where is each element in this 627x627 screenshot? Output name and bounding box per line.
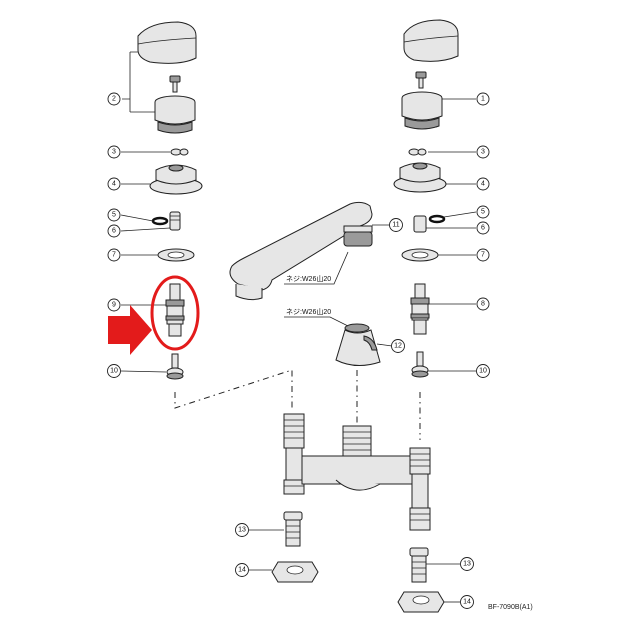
svg-text:10: 10 xyxy=(479,368,487,375)
highlight-arrow xyxy=(108,305,152,355)
right-stopper xyxy=(411,351,429,378)
svg-text:8: 8 xyxy=(481,301,485,308)
left-spindle-nut xyxy=(169,211,181,231)
right-valve-cartridge xyxy=(410,283,430,335)
left-handle-screw xyxy=(169,75,181,93)
callout-13-left: 13 xyxy=(235,523,249,537)
callout-9: 9 xyxy=(107,298,121,312)
right-spindle-nut xyxy=(413,215,427,233)
callout-3-right: 3 xyxy=(476,145,490,159)
left-union-nut xyxy=(271,561,319,583)
svg-text:4: 4 xyxy=(112,181,116,188)
svg-text:7: 7 xyxy=(112,252,116,259)
svg-text:2: 2 xyxy=(112,96,116,103)
left-o-ring xyxy=(151,216,169,226)
drawing-code: BF-7090B(A1) xyxy=(488,604,533,611)
svg-text:7: 7 xyxy=(481,252,485,259)
svg-text:4: 4 xyxy=(481,181,485,188)
right-handle-screw xyxy=(415,71,427,89)
left-adapter xyxy=(283,511,303,547)
svg-text:14: 14 xyxy=(238,567,246,574)
svg-text:9: 9 xyxy=(112,302,116,309)
svg-text:11: 11 xyxy=(392,222,399,229)
callout-7-right: 7 xyxy=(476,248,490,262)
right-handle-lever xyxy=(403,19,459,62)
svg-text:1: 1 xyxy=(481,96,485,103)
svg-text:3: 3 xyxy=(481,149,485,156)
callout-6-left: 6 xyxy=(107,224,121,238)
right-adapter xyxy=(409,547,429,583)
callout-8: 8 xyxy=(476,297,490,311)
svg-text:14: 14 xyxy=(463,599,471,606)
svg-text:5: 5 xyxy=(112,212,116,219)
callout-14-right: 14 xyxy=(460,595,474,609)
left-flat-washer xyxy=(157,248,195,262)
spout-thread-label: ネジ:W26山20 xyxy=(286,274,331,283)
svg-text:6: 6 xyxy=(112,228,116,235)
center-cap xyxy=(335,323,381,366)
callout-10-right: 10 xyxy=(476,364,490,378)
right-union-nut xyxy=(397,591,445,613)
body-thread-label: ネジ:W26山20 xyxy=(286,307,331,316)
callout-4-right: 4 xyxy=(476,177,490,191)
callout-2: 2 xyxy=(107,92,121,106)
callout-14-left: 14 xyxy=(235,563,249,577)
left-escutcheon xyxy=(149,164,203,195)
svg-text:13: 13 xyxy=(463,561,471,568)
callout-1: 1 xyxy=(476,92,490,106)
right-escutcheon xyxy=(393,162,447,193)
spout xyxy=(229,201,373,301)
highlight-circle xyxy=(150,275,200,351)
left-stopper xyxy=(166,353,184,380)
callout-4-left: 4 xyxy=(107,177,121,191)
svg-text:10: 10 xyxy=(110,368,118,375)
right-head-cap xyxy=(401,91,443,130)
left-clip xyxy=(170,148,189,156)
callout-3-left: 3 xyxy=(107,145,121,159)
svg-text:6: 6 xyxy=(481,225,485,232)
svg-text:5: 5 xyxy=(481,209,485,216)
svg-text:12: 12 xyxy=(394,343,402,350)
left-valve-cartridge xyxy=(165,283,185,337)
left-handle-lever xyxy=(137,21,197,64)
callout-5-left: 5 xyxy=(107,208,121,222)
callout-12: 12 xyxy=(391,339,405,353)
callout-13-right: 13 xyxy=(460,557,474,571)
left-head-cap xyxy=(154,95,196,134)
callout-10-left: 10 xyxy=(107,364,121,378)
right-clip xyxy=(408,148,427,156)
callout-5-right: 5 xyxy=(476,205,490,219)
callout-7-left: 7 xyxy=(107,248,121,262)
callout-11: 11 xyxy=(389,218,403,232)
svg-text:13: 13 xyxy=(238,527,246,534)
faucet-body xyxy=(283,413,431,531)
svg-text:3: 3 xyxy=(112,149,116,156)
right-flat-washer xyxy=(401,248,439,262)
callout-6-right: 6 xyxy=(476,221,490,235)
right-o-ring xyxy=(428,214,446,224)
